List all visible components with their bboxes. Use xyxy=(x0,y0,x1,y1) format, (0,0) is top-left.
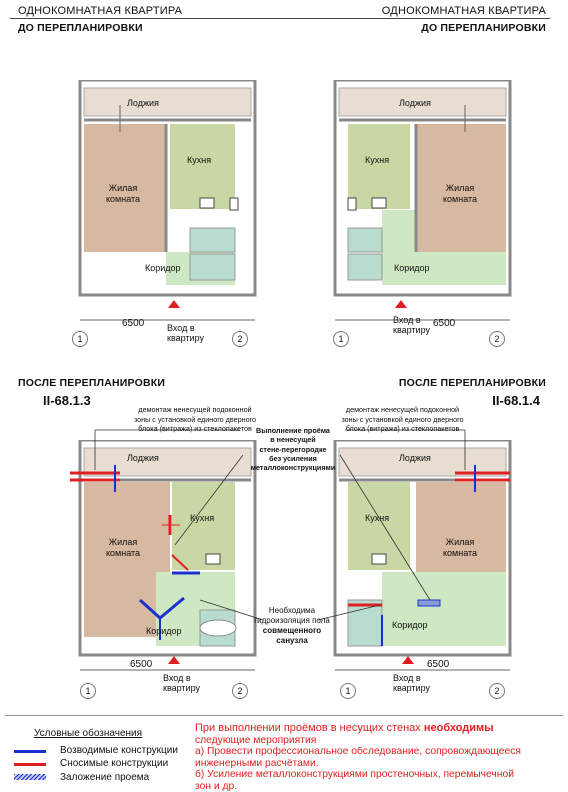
loggia-area xyxy=(338,87,507,117)
axis-2-marker: 2 xyxy=(489,331,505,347)
entry-arrow-icon xyxy=(395,300,407,308)
corridor-label-3: Коридор xyxy=(146,626,182,636)
loggia-area xyxy=(83,447,252,477)
kitchen-area xyxy=(172,482,235,570)
kitchen-label-3: Кухня xyxy=(190,513,215,523)
kitchen-label-1: Кухня xyxy=(187,155,212,165)
demolish-note-right: демонтаж ненесущей подоконной зоны с уст… xyxy=(341,405,464,433)
left-series-code: II-68.1.3 xyxy=(43,393,91,408)
left-after-title: ПОСЛЕ ПЕРЕПЛАНИРОВКИ xyxy=(18,377,166,389)
sink-icon xyxy=(347,197,357,211)
dim-label-3: 6500 xyxy=(130,659,153,670)
entry-arrow-icon xyxy=(402,656,414,664)
living-room-area xyxy=(416,124,506,252)
kitchen-area xyxy=(348,124,410,209)
stove-icon xyxy=(199,197,215,209)
right-after-title: ПОСЛЕ ПЕРЕПЛАНИРОВКИ xyxy=(398,377,546,389)
entry-arrow-icon xyxy=(168,300,180,308)
legend-filled: Заложение проема xyxy=(60,772,150,783)
kitchen-area xyxy=(170,124,235,209)
callout-line xyxy=(174,454,244,546)
loggia-label-2: Лоджия xyxy=(399,98,431,108)
corridor-label-2: Коридор xyxy=(394,263,430,273)
kitchen-label-2: Кухня xyxy=(365,155,390,165)
loggia-label-3: Лоджия xyxy=(127,453,159,463)
right-series-code: II-68.1.4 xyxy=(492,393,540,408)
legend-divider xyxy=(5,715,563,716)
kitchen-label-4: Кухня xyxy=(365,513,390,523)
removed-wall xyxy=(171,554,189,571)
header-divider xyxy=(10,18,550,19)
dim-label-4: 6500 xyxy=(427,659,450,670)
toilet-area xyxy=(347,253,383,281)
axis-1-marker: 1 xyxy=(80,683,96,699)
toilet-area xyxy=(189,253,236,281)
loggia-area xyxy=(338,447,507,477)
plan-after-left xyxy=(70,440,257,671)
left-before-title: ДО ПЕРЕПЛАНИРОВКИ xyxy=(18,22,143,34)
callout-line xyxy=(339,454,431,601)
opening-note: Выполнение проёма в ненесущей стене-пере… xyxy=(250,426,336,473)
living-room-area xyxy=(84,482,170,637)
warning-note: При выполнении проёмов в несущих стенах … xyxy=(195,722,521,792)
living-room-area xyxy=(84,124,166,252)
stove-icon xyxy=(371,553,387,565)
legend-title: Условные обозначения xyxy=(34,728,143,739)
bath-area xyxy=(189,227,236,253)
plan-after-right xyxy=(333,440,512,671)
built-wall xyxy=(159,596,185,620)
built-line-swatch xyxy=(14,750,46,753)
filled-opening-swatch xyxy=(14,774,46,780)
bath-area xyxy=(347,599,383,647)
axis-1-marker: 1 xyxy=(72,331,88,347)
filled-opening xyxy=(417,599,441,607)
bath-area xyxy=(347,227,383,253)
sink-icon xyxy=(229,197,239,211)
callout-line xyxy=(317,604,381,621)
plan-before-left xyxy=(78,80,257,321)
right-before-title: ДО ПЕРЕПЛАНИРОВКИ xyxy=(421,22,546,34)
corridor-lower xyxy=(382,252,506,285)
axis-2-marker: 2 xyxy=(232,331,248,347)
right-apartment-title: ОДНОКОМНАТНАЯ КВАРТИРА xyxy=(381,5,546,17)
legend-removed: Сносимые конструкции xyxy=(60,758,169,769)
loggia-area xyxy=(83,87,252,117)
stove-icon xyxy=(371,197,387,209)
waterproofing-note: Необходима гидроизоляция пола совмещенно… xyxy=(254,606,330,645)
left-apartment-title: ОДНОКОМНАТНАЯ КВАРТИРА xyxy=(18,5,183,17)
axis-1-marker: 1 xyxy=(333,331,349,347)
loggia-label-1: Лоджия xyxy=(127,98,159,108)
corridor-area xyxy=(382,572,506,646)
loggia-label-4: Лоджия xyxy=(399,453,431,463)
built-wall xyxy=(138,598,162,620)
entry-arrow-icon xyxy=(168,656,180,664)
axis-2-marker: 2 xyxy=(489,683,505,699)
dim-label-1: 6500 xyxy=(122,318,145,329)
dim-label-2: 6500 xyxy=(433,318,456,329)
axis-2-marker: 2 xyxy=(232,683,248,699)
axis-1-marker: 1 xyxy=(340,683,356,699)
stove-icon xyxy=(205,553,221,565)
bathtub-icon xyxy=(199,619,237,637)
corridor-label-4: Коридор xyxy=(392,620,428,630)
removed-line-swatch xyxy=(14,763,46,766)
plan-before-right xyxy=(333,80,512,321)
corridor-label-1: Коридор xyxy=(145,263,181,273)
callout-line xyxy=(199,599,264,621)
legend-built: Возводимые конструкции xyxy=(60,745,178,756)
demolish-note-left: демонтаж ненесущей подоконной зоны с уст… xyxy=(133,405,257,433)
